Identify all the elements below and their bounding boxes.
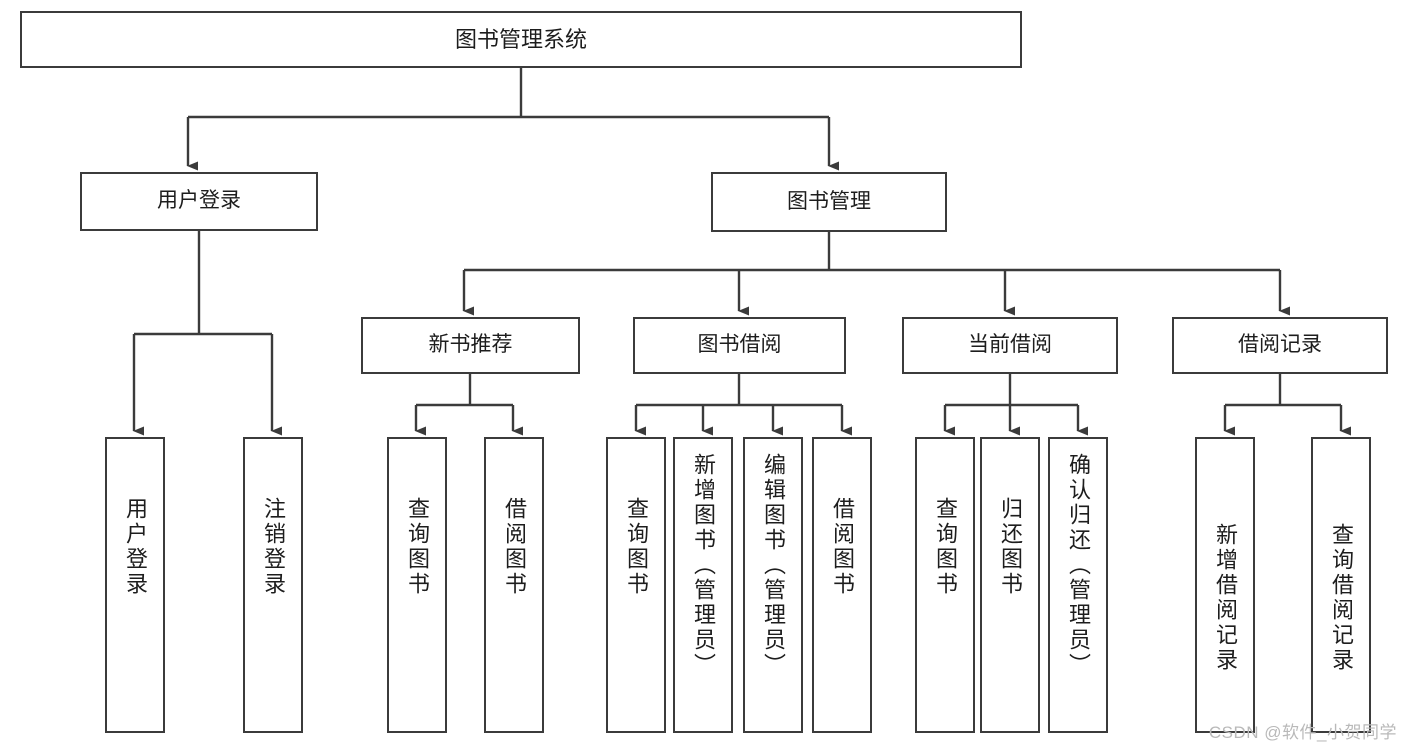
node-book-management[interactable]: 图书管理 <box>711 172 947 232</box>
node-label: 编辑图书（管理员） <box>761 453 786 678</box>
node-label: 借阅图书 <box>502 497 527 597</box>
node-label: 图书管理系统 <box>454 26 587 52</box>
node-label: 借阅图书 <box>830 497 855 597</box>
node-label: 图书管理 <box>787 189 871 213</box>
node-leaf-return-books[interactable]: 归还图书 <box>980 437 1040 733</box>
node-label: 新增借阅记录 <box>1213 523 1238 673</box>
node-leaf-add-book-admin[interactable]: 新增图书（管理员） <box>673 437 733 733</box>
node-label: 当前借阅 <box>968 333 1052 357</box>
node-leaf-edit-book-admin[interactable]: 编辑图书（管理员） <box>743 437 803 733</box>
node-root-library-management-system[interactable]: 图书管理系统 <box>20 11 1022 68</box>
watermark: CSDN @软件_小贺同学 <box>1208 723 1397 742</box>
node-label: 新书推荐 <box>428 333 513 357</box>
node-label: 查询图书 <box>624 497 649 597</box>
node-borrowing-records[interactable]: 借阅记录 <box>1172 317 1388 374</box>
node-leaf-borrow-books[interactable]: 借阅图书 <box>812 437 872 733</box>
node-leaf-query-books-borrow[interactable]: 查询图书 <box>606 437 666 733</box>
node-leaf-query-books-current[interactable]: 查询图书 <box>915 437 975 733</box>
node-leaf-logout[interactable]: 注销登录 <box>243 437 303 733</box>
node-leaf-add-borrow-record[interactable]: 新增借阅记录 <box>1195 437 1255 733</box>
node-leaf-borrow-books-new[interactable]: 借阅图书 <box>484 437 544 733</box>
node-label: 归还图书 <box>998 497 1023 597</box>
node-label: 新增图书（管理员） <box>691 453 716 678</box>
node-leaf-user-login[interactable]: 用户登录 <box>105 437 165 733</box>
node-leaf-query-books-new[interactable]: 查询图书 <box>387 437 447 733</box>
node-user-login[interactable]: 用户登录 <box>80 172 318 231</box>
node-label: 用户登录 <box>123 497 148 597</box>
node-new-book-recommendation[interactable]: 新书推荐 <box>361 317 580 374</box>
node-label: 用户登录 <box>157 189 241 213</box>
node-label: 查询图书 <box>405 497 430 597</box>
node-label: 确认归还（管理员） <box>1066 453 1091 678</box>
node-label: 借阅记录 <box>1238 333 1322 357</box>
node-label: 查询借阅记录 <box>1329 523 1354 673</box>
node-leaf-query-borrow-record[interactable]: 查询借阅记录 <box>1311 437 1371 733</box>
node-leaf-confirm-return-admin[interactable]: 确认归还（管理员） <box>1048 437 1108 733</box>
node-label: 查询图书 <box>933 497 958 597</box>
node-current-borrowing[interactable]: 当前借阅 <box>902 317 1118 374</box>
node-label: 图书借阅 <box>697 333 782 357</box>
node-label: 注销登录 <box>261 497 286 597</box>
node-book-borrowing[interactable]: 图书借阅 <box>633 317 846 374</box>
